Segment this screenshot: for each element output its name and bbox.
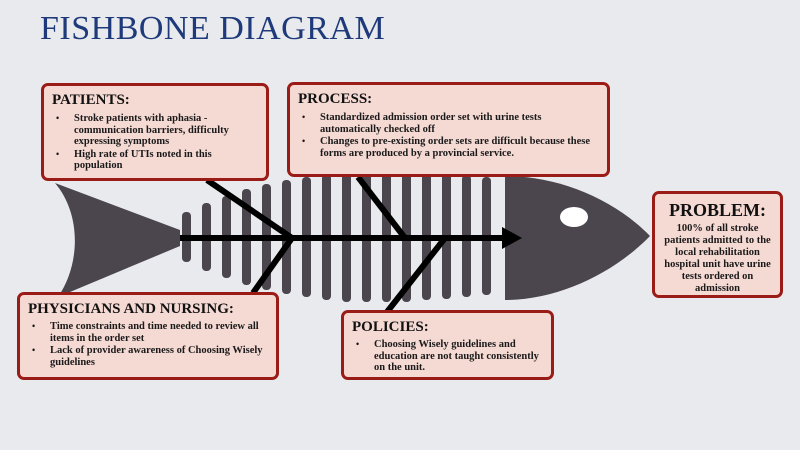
fish-eye xyxy=(560,207,588,227)
process-list: Standardized admission order set with ur… xyxy=(298,112,599,159)
list-item: High rate of UTIs noted in this populati… xyxy=(52,149,258,172)
bone-policies xyxy=(384,236,448,314)
process-box: PROCESS: Standardized admission order se… xyxy=(287,82,610,177)
problem-heading: PROBLEM: xyxy=(669,200,766,220)
patients-heading: PATIENTS: xyxy=(52,92,130,108)
physicians-nursing-box: PHYSICIANS AND NURSING: Time constraints… xyxy=(17,292,279,380)
patients-box: PATIENTS: Stroke patients with aphasia -… xyxy=(41,83,269,181)
bone-patients xyxy=(205,177,294,241)
process-heading: PROCESS: xyxy=(298,91,373,107)
physicians-heading: PHYSICIANS AND NURSING: xyxy=(28,301,234,317)
list-item: Changes to pre-existing order sets are d… xyxy=(298,136,599,159)
bone-process xyxy=(355,175,408,240)
policies-list: Choosing Wisely guidelines and education… xyxy=(352,339,543,374)
physicians-list: Time constraints and time needed to revi… xyxy=(28,321,268,368)
policies-box: POLICIES: Choosing Wisely guidelines and… xyxy=(341,310,554,380)
policies-heading: POLICIES: xyxy=(352,319,429,335)
list-item: Stroke patients with aphasia - communica… xyxy=(52,113,258,148)
problem-statement: 100% of all stroke patients admitted to … xyxy=(664,223,771,294)
patients-list: Stroke patients with aphasia - communica… xyxy=(52,113,258,172)
page-title: FISHBONE DIAGRAM xyxy=(40,10,386,47)
list-item: Lack of provider awareness of Choosing W… xyxy=(28,345,268,368)
problem-box: PROBLEM: 100% of all stroke patients adm… xyxy=(652,191,783,298)
spine-arrowhead xyxy=(502,227,522,249)
fish-tail xyxy=(55,183,180,297)
list-item: Standardized admission order set with ur… xyxy=(298,112,599,135)
list-item: Time constraints and time needed to revi… xyxy=(28,321,268,344)
fish-head xyxy=(505,176,650,300)
bone-physicians xyxy=(250,236,295,295)
list-item: Choosing Wisely guidelines and education… xyxy=(352,339,543,374)
